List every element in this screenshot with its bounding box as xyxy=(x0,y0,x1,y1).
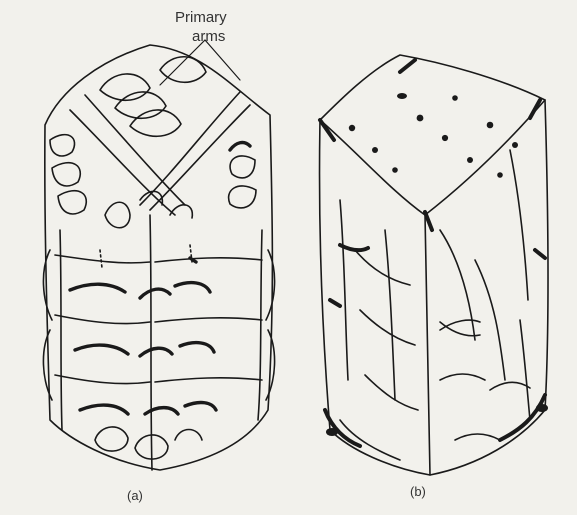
panel-a-caption: (a) xyxy=(127,489,143,503)
annotation-arms-label: arms xyxy=(192,29,225,45)
annotation-primary-label: Primary xyxy=(175,10,227,26)
panel-a-dendrite xyxy=(43,40,274,470)
panel-b-caption: (b) xyxy=(410,485,426,499)
panel-b-solidified xyxy=(319,55,548,475)
